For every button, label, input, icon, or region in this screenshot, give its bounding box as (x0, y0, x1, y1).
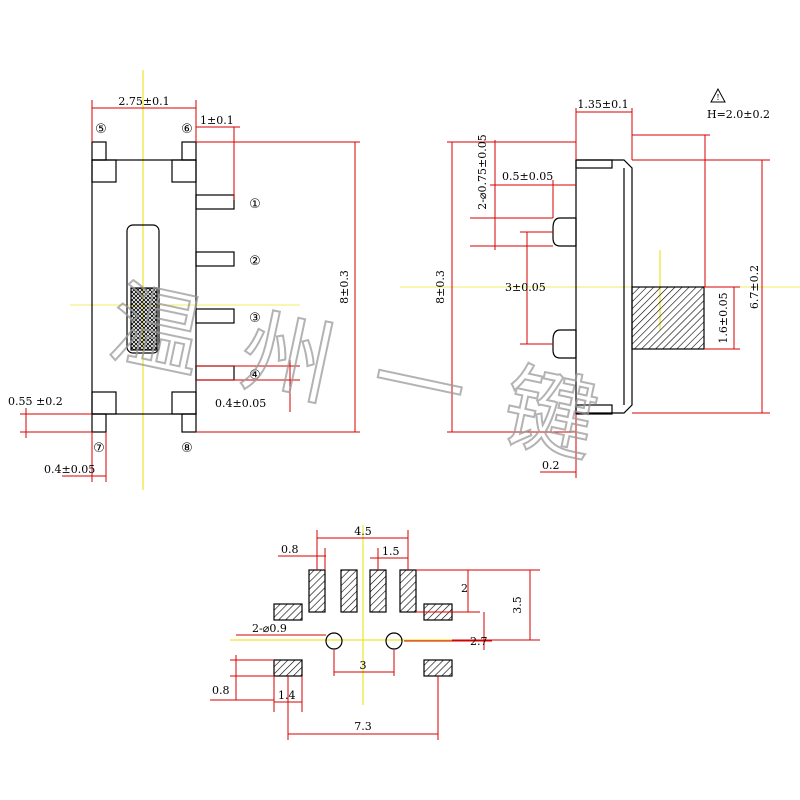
total-height-dim: 3.5 (511, 596, 524, 614)
pin6-label: ⑥ (181, 122, 193, 137)
pin-pitch-dim: 0.4±0.05 (215, 397, 266, 410)
pad-height-dim: 2 (461, 582, 468, 595)
length-dim: 8±0.3 (338, 270, 351, 304)
hole-spacing-dim: 3 (360, 659, 367, 672)
leg-dim: 0.55 ±0.2 (8, 395, 63, 408)
pin-2 (195, 251, 235, 267)
pin-3 (195, 308, 235, 324)
pad-pitch-dim: 4.5 (354, 525, 372, 538)
hole-dim: 2-⌀0.75±0.05 (476, 134, 489, 210)
pin-width-dim: 1±0.1 (200, 114, 234, 127)
warning-icon: ! (716, 93, 719, 102)
pin3-label: ③ (249, 311, 261, 326)
pin1-label: ① (249, 197, 261, 212)
front-view: 1.35±0.1 ! H=2.0±0.2 6.7±0.2 1.6±0.05 8±… (400, 87, 800, 478)
knob (631, 286, 705, 350)
pad-1 (308, 569, 326, 613)
pin5-label: ⑤ (95, 122, 107, 137)
front-length-dim: 8±0.3 (434, 270, 447, 304)
pin4-label: ④ (249, 368, 261, 383)
thickness-dim: 1.35±0.1 (577, 98, 628, 111)
pad-3 (369, 569, 387, 613)
side-pad-bl (273, 659, 303, 677)
width-dim: 2.75±0.1 (118, 95, 169, 108)
pad-4 (399, 569, 417, 613)
hole-offset-dim: 2.7 (470, 635, 488, 648)
peg-dim: 0.5±0.05 (502, 170, 553, 183)
leg-width-dim: 0.4±0.05 (44, 463, 95, 476)
peg-spacing-dim: 3±0.05 (505, 281, 546, 294)
pad-width-dim: 0.8 (281, 543, 299, 556)
hole-left (325, 632, 343, 650)
pin7-label: ⑦ (93, 441, 105, 456)
hole-right (385, 632, 403, 650)
side-pad-width-dim: 1.4 (278, 689, 296, 702)
pin2-label: ② (249, 254, 261, 269)
footprint-view: 4.5 0.8 1.5 2 3.5 2-⌀0.9 2.7 3 0.8 1.4 (210, 525, 540, 740)
hole-dim-fp: 2-⌀0.9 (252, 622, 287, 635)
height-note: H=2.0±0.2 (707, 108, 770, 121)
pad-spacing-dim: 1.5 (382, 545, 400, 558)
pin-1 (195, 194, 235, 210)
pin8-label: ⑧ (181, 441, 193, 456)
slider-knob (130, 287, 158, 351)
switch-body (91, 159, 197, 415)
knob-dim: 1.6±0.05 (717, 292, 730, 343)
pad-2 (340, 569, 358, 613)
side-pad-br (423, 659, 453, 677)
peg-top (552, 217, 577, 247)
total-width-dim: 7.3 (354, 720, 372, 733)
slider-slot (126, 224, 160, 354)
side-pad-tl (273, 603, 303, 621)
side-pad-dim: 0.8 (212, 684, 230, 697)
peg-bottom (552, 329, 577, 359)
base-dim: 0.2 (542, 459, 560, 472)
side-view: ① ② ③ ④ ⑤ ⑥ ⑦ ⑧ 2.75±0.1 1±0.1 8±0.3 0.4… (8, 70, 360, 490)
travel-dim: 6.7±0.2 (748, 265, 761, 309)
